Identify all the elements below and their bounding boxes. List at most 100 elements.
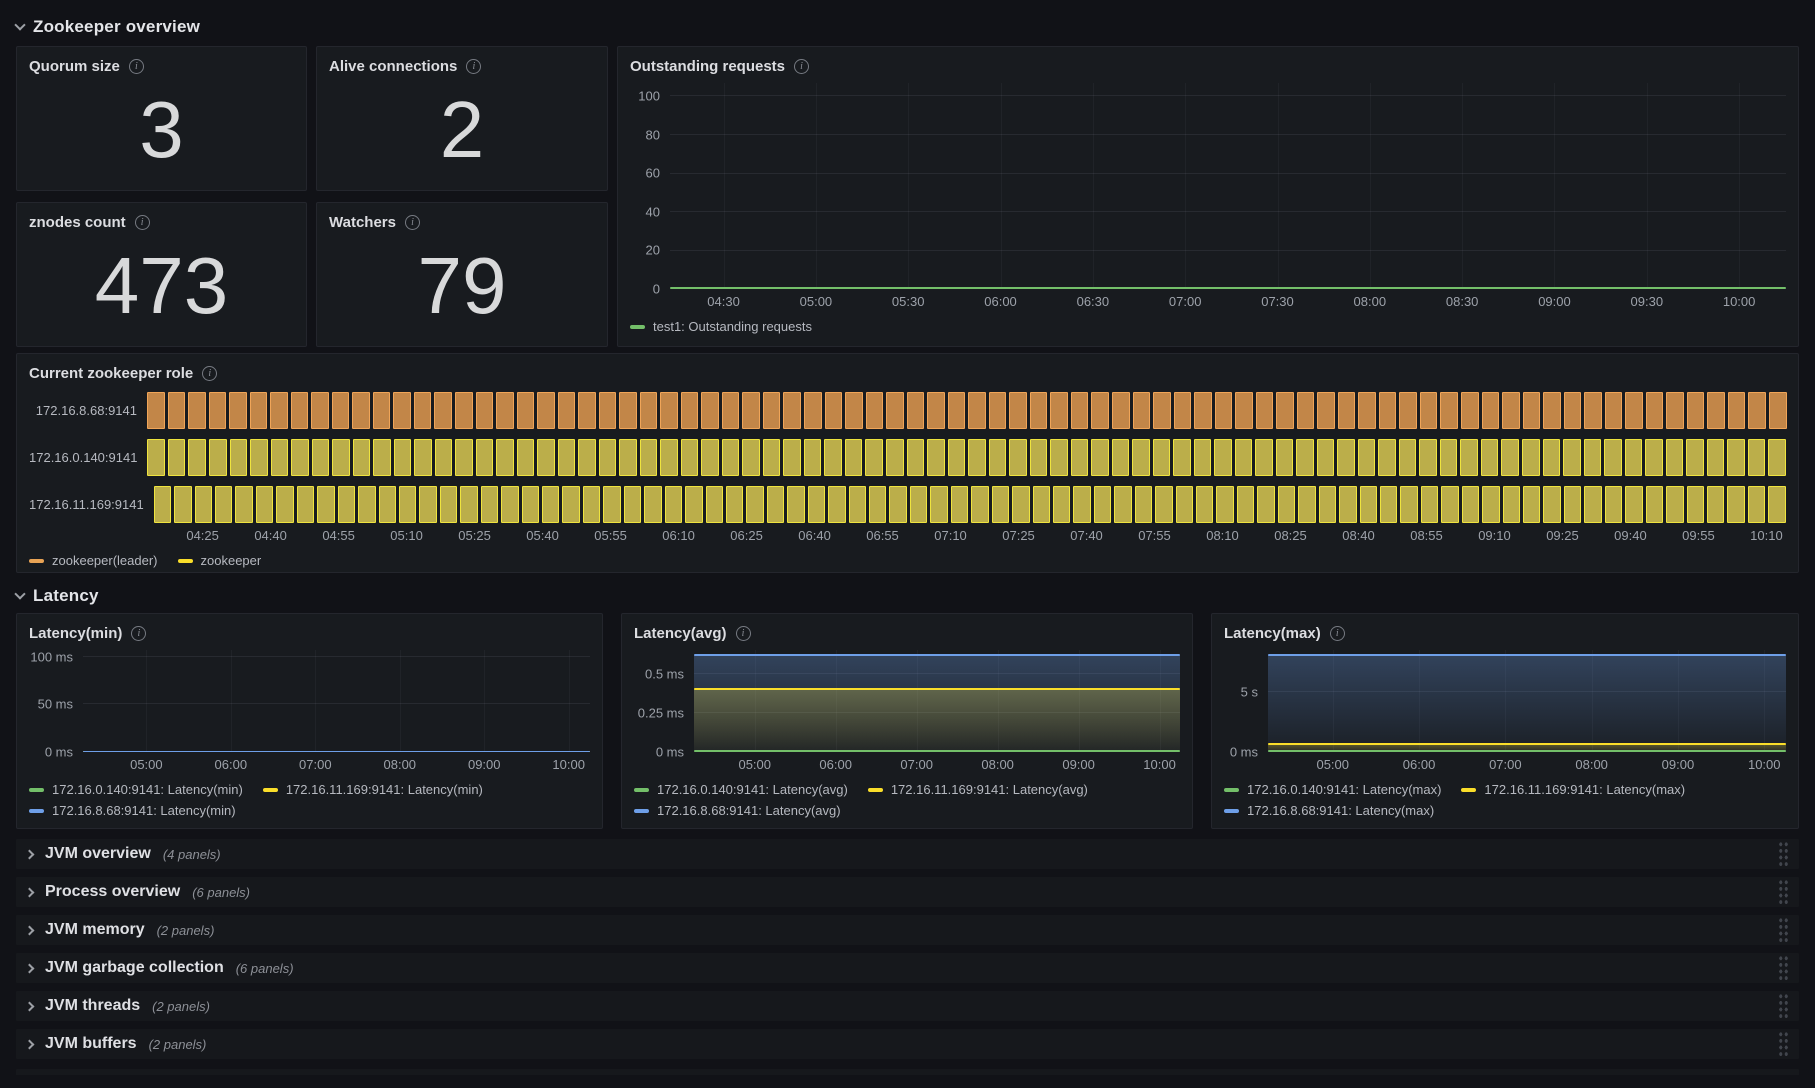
state-segment <box>194 486 213 523</box>
row-jvm-garbage-collection[interactable]: JVM garbage collection (6 panels) <box>16 953 1799 983</box>
panel-title[interactable]: Latency(max) <box>1224 624 1321 642</box>
info-icon[interactable]: i <box>404 214 420 230</box>
row-panel-count: (4 panels) <box>162 846 221 862</box>
panel-title[interactable]: Latency(avg) <box>634 624 727 642</box>
legend-label: 172.16.8.68:9141: Latency(avg) <box>657 803 841 818</box>
state-segment <box>378 486 396 523</box>
panel-title[interactable]: Watchers <box>329 213 396 231</box>
legend: test1: Outstanding requests <box>630 312 1786 334</box>
x-tick-label: 06:00 <box>1402 757 1436 772</box>
state-segment <box>1029 392 1048 429</box>
state-segment <box>1196 486 1214 523</box>
panel-title[interactable]: znodes count <box>29 213 126 231</box>
x-tick-label: 06:10 <box>662 528 695 543</box>
legend-item[interactable]: zookeeper <box>177 553 262 568</box>
grid-line-v <box>1646 83 1648 289</box>
panel-title[interactable]: Latency(min) <box>29 624 123 642</box>
drag-handle-icon[interactable] <box>1778 993 1789 1019</box>
legend-label: 172.16.11.169:9141: Latency(min) <box>285 782 483 797</box>
panel-watchers: Watchers i 79 <box>316 202 608 347</box>
grid-line-v <box>1764 650 1766 752</box>
state-segment <box>542 486 560 523</box>
legend-item[interactable]: test1: Outstanding requests <box>630 319 812 334</box>
state-segment <box>619 392 637 429</box>
state-segment <box>1052 486 1071 523</box>
state-segment <box>1152 439 1171 476</box>
info-icon[interactable]: i <box>1329 625 1345 641</box>
state-segment <box>1070 392 1089 429</box>
state-segment <box>1522 392 1541 429</box>
x-tick-label: 06:00 <box>984 294 1017 309</box>
panel-title[interactable]: Outstanding requests <box>630 57 786 75</box>
x-tick-label: 08:10 <box>1206 528 1239 543</box>
legend-item[interactable]: 172.16.11.169:9141: Latency(max) <box>1461 782 1685 797</box>
legend-item[interactable]: 172.16.0.140:9141: Latency(max) <box>1224 782 1441 797</box>
info-icon[interactable]: i <box>466 58 482 74</box>
state-segment <box>317 486 335 523</box>
x-tick-label: 07:00 <box>1489 757 1522 772</box>
legend-item[interactable]: 172.16.11.169:9141: Latency(avg) <box>867 782 1088 797</box>
x-tick-label: 05:55 <box>594 528 627 543</box>
state-segment <box>762 439 781 476</box>
state-segment <box>414 439 432 476</box>
state-segment <box>215 486 233 523</box>
legend-item[interactable]: 172.16.8.68:9141: Latency(min) <box>29 803 236 818</box>
legend-item[interactable]: 172.16.0.140:9141: Latency(min) <box>29 782 243 797</box>
grid-line-h <box>670 172 1786 174</box>
info-icon[interactable]: i <box>131 625 147 641</box>
legend-marker <box>29 558 44 563</box>
panel-title[interactable]: Current zookeeper role <box>29 364 194 382</box>
section-row-zookeeper-overview[interactable]: Zookeeper overview <box>14 12 1799 42</box>
drag-handle-icon[interactable] <box>1778 1031 1789 1057</box>
drag-handle-icon[interactable] <box>1778 917 1789 943</box>
legend-item[interactable]: 172.16.8.68:9141: Latency(avg) <box>634 803 841 818</box>
state-segment <box>1193 439 1212 476</box>
row-jvm-overview[interactable]: JVM overview (4 panels) <box>16 839 1799 869</box>
state-segment <box>1460 439 1478 476</box>
row-jvm-memory[interactable]: JVM memory (2 panels) <box>16 915 1799 945</box>
legend-item[interactable]: 172.16.8.68:9141: Latency(max) <box>1224 803 1434 818</box>
info-icon[interactable]: i <box>794 58 810 74</box>
x-tick-label: 05:00 <box>738 757 772 772</box>
info-icon[interactable]: i <box>134 214 150 230</box>
series-line <box>1268 742 1786 745</box>
state-segment <box>927 439 945 476</box>
state-segment <box>413 392 432 429</box>
grid-line-h <box>1268 691 1786 692</box>
row-process-overview[interactable]: Process overview (6 panels) <box>16 877 1799 907</box>
series-line <box>694 688 1180 691</box>
drag-handle-icon[interactable] <box>1778 955 1789 981</box>
state-segment <box>804 392 822 429</box>
legend-item[interactable]: 172.16.0.140:9141: Latency(avg) <box>634 782 848 797</box>
grid-line-v <box>484 650 486 752</box>
legend-label: zookeeper <box>200 553 262 568</box>
drag-handle-icon[interactable] <box>1778 841 1789 867</box>
section-row-latency[interactable]: Latency <box>14 581 1799 611</box>
panel-title[interactable]: Quorum size <box>29 57 120 75</box>
state-segment <box>865 392 884 429</box>
legend-item[interactable]: zookeeper(leader) <box>29 553 158 568</box>
state-segment <box>398 486 417 523</box>
row-jvm-threads[interactable]: JVM threads (2 panels) <box>16 991 1799 1021</box>
x-tick-label: 09:00 <box>1062 757 1095 772</box>
info-icon[interactable]: i <box>128 58 144 74</box>
legend-item[interactable]: 172.16.11.169:9141: Latency(min) <box>262 782 483 797</box>
legend-marker <box>177 558 193 563</box>
state-segment <box>147 392 165 429</box>
state-segment <box>1111 392 1130 429</box>
info-icon[interactable]: i <box>202 365 218 381</box>
lane-bars <box>147 439 1786 476</box>
row-jvm-buffers[interactable]: JVM buffers (2 panels) <box>16 1029 1799 1059</box>
drag-handle-icon[interactable] <box>1778 879 1789 905</box>
state-segment <box>352 439 371 476</box>
state-segment <box>721 439 740 476</box>
panel-title[interactable]: Alive connections <box>329 57 458 75</box>
grid-line-v <box>723 83 725 289</box>
state-segment <box>701 439 719 476</box>
area-fill <box>1268 743 1786 752</box>
timeline-lane: 172.16.0.140:9141 <box>29 439 1786 476</box>
info-icon[interactable]: i <box>735 625 751 641</box>
